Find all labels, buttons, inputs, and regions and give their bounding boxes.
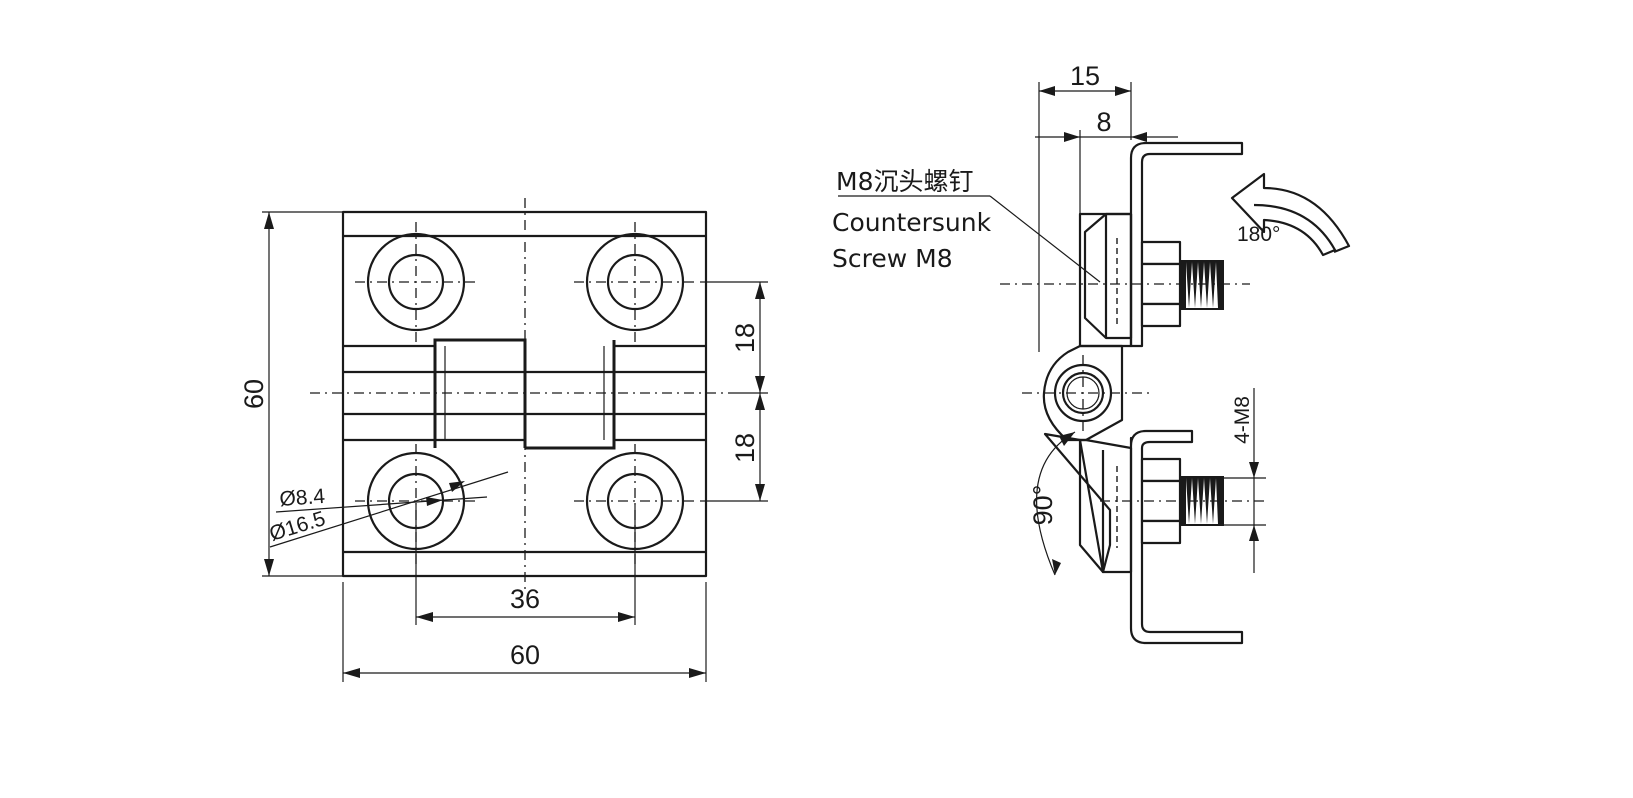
dim-width-label: 60	[510, 640, 540, 670]
dimension-thickness: 15 8	[1035, 61, 1178, 352]
angle-180-label: 180°	[1237, 223, 1280, 246]
screw-label-en-1: Countersunk	[832, 208, 992, 237]
dim-offset-upper-label: 18	[730, 323, 760, 353]
dimension-hole-spacing: 36	[415, 505, 636, 625]
thread-spec-label: 4-M8	[1231, 396, 1254, 444]
center-lines	[310, 198, 738, 590]
dimension-height: 60	[239, 211, 342, 577]
upper-bracket	[1129, 141, 1244, 348]
dim-offset-lower-label: 18	[730, 433, 760, 463]
hole-outer-diameter-label: Ø16.5	[267, 507, 328, 546]
side-view: 15 8	[832, 61, 1351, 645]
thread-teeth	[1186, 262, 1218, 308]
dimension-width: 60	[342, 582, 707, 682]
dimension-offsets: 18 18	[700, 281, 768, 502]
dim-height-label: 60	[239, 379, 269, 409]
dimension-thread: 4-M8	[1215, 388, 1266, 573]
dim-hole-spacing-label: 36	[510, 584, 540, 614]
angle-90-label: 90°	[1028, 485, 1058, 526]
rotation-90-indicator: 90°	[1028, 431, 1076, 576]
dim-leaf-thickness-label: 8	[1096, 107, 1111, 137]
upper-leaf	[1078, 212, 1133, 348]
front-view: 60 18 18 36	[239, 198, 768, 682]
lower-leaf	[1043, 432, 1133, 574]
screw-callout: M8沉头螺钉 Countersunk Screw M8	[832, 167, 1101, 283]
side-center-lines	[1000, 283, 1265, 502]
thread-teeth	[1186, 478, 1218, 524]
hole-diameter-leaders: Ø8.4 Ø16.5	[267, 471, 509, 548]
rotation-180-indicator: 180°	[1230, 172, 1351, 257]
dim-total-thickness-label: 15	[1070, 61, 1100, 91]
hole-inner-diameter-label: Ø8.4	[279, 485, 326, 511]
screw-label-zh: M8沉头螺钉	[836, 167, 973, 196]
screw-label-en-2: Screw M8	[832, 244, 953, 273]
hinge-knuckle	[343, 338, 706, 450]
